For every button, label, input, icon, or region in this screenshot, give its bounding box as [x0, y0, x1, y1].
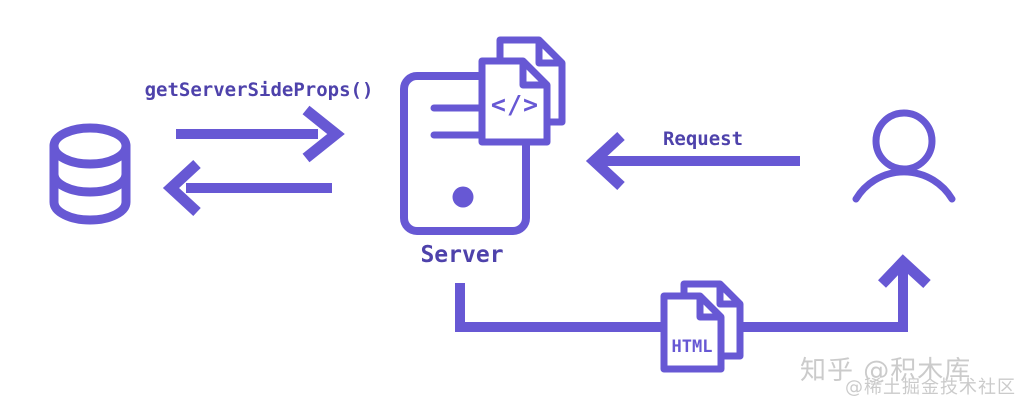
request-label: Request — [663, 128, 743, 150]
fetch-label: getServerSideProps() — [145, 79, 374, 101]
server-dot — [452, 186, 474, 208]
watermark-zhihu: 知乎 @积木库 — [800, 356, 972, 386]
request-arrow-icon — [585, 131, 800, 191]
database-icon — [49, 123, 131, 225]
arrow-db-to-server-icon — [176, 105, 345, 163]
server-label: Server — [420, 242, 503, 268]
code-symbol: </> — [491, 90, 539, 119]
user-icon — [852, 109, 956, 203]
html-documents-icon: HTML — [660, 280, 744, 373]
arrow-server-to-db-icon — [162, 159, 332, 217]
html-doc-label: HTML — [672, 337, 713, 357]
code-documents-icon: </> — [478, 36, 566, 146]
watermark-juejin: @稀土掘金技术社区 — [845, 377, 1016, 398]
